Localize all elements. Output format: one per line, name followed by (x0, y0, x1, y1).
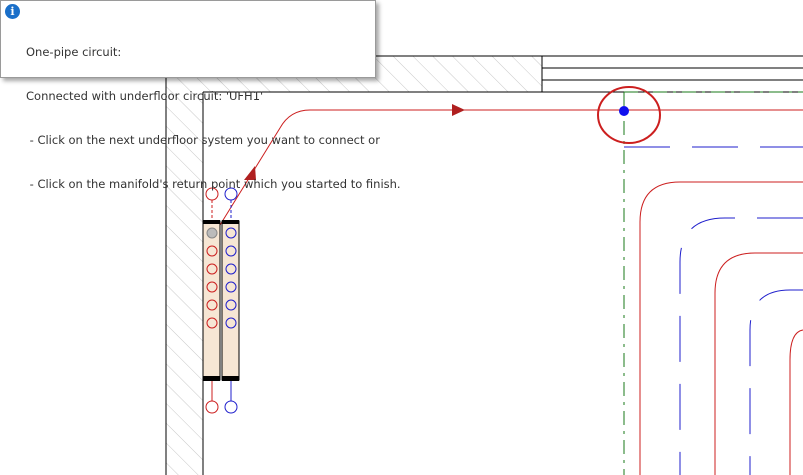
port-circle-icon (224, 400, 238, 414)
tooltip-line: - Click on the manifold's return point w… (26, 176, 401, 191)
outlet-circle-icon (206, 317, 218, 329)
supply-bar-cap (203, 220, 220, 224)
outlet-circle-icon (225, 281, 237, 293)
outlet-circle-icon (225, 263, 237, 275)
snap-point-icon (619, 106, 629, 116)
outlet-circle-icon (206, 299, 218, 311)
tooltip-line: Connected with underfloor circuit: 'UFH1… (26, 88, 264, 103)
manifold[interactable] (202, 187, 240, 414)
return-bar-cap (222, 220, 239, 224)
connection-point[interactable] (597, 86, 661, 144)
tooltip-text: One-pipe circuit: Connected with underfl… (26, 16, 401, 220)
outlet-circle-icon (225, 245, 237, 257)
flow-arrow-icon (452, 104, 465, 116)
outlet-circle-icon (206, 227, 218, 239)
outlet-circle-icon (225, 299, 237, 311)
port-circle-icon (205, 400, 219, 414)
supply-bar-cap (203, 376, 220, 381)
outlet-circle-icon (225, 317, 237, 329)
return-bar-cap (222, 376, 239, 381)
outlet-circle-icon (225, 227, 237, 239)
info-tooltip: i One-pipe circuit: Connected with under… (0, 0, 401, 191)
info-icon: i (5, 4, 20, 19)
tooltip-line: - Click on the next underfloor system yo… (26, 132, 380, 147)
tooltip-line: One-pipe circuit: (26, 45, 122, 60)
connection-pipe (211, 104, 803, 239)
flow-arrow-icon (244, 166, 256, 180)
ufh-zone-boundary (623, 91, 803, 475)
ufh-return-pipes (624, 146, 803, 475)
ufh-supply-pipes (639, 181, 803, 475)
outlet-circle-icon (206, 263, 218, 275)
snap-circle-icon (597, 86, 661, 144)
outlet-circle-icon (206, 245, 218, 257)
outlet-circle-icon (206, 281, 218, 293)
